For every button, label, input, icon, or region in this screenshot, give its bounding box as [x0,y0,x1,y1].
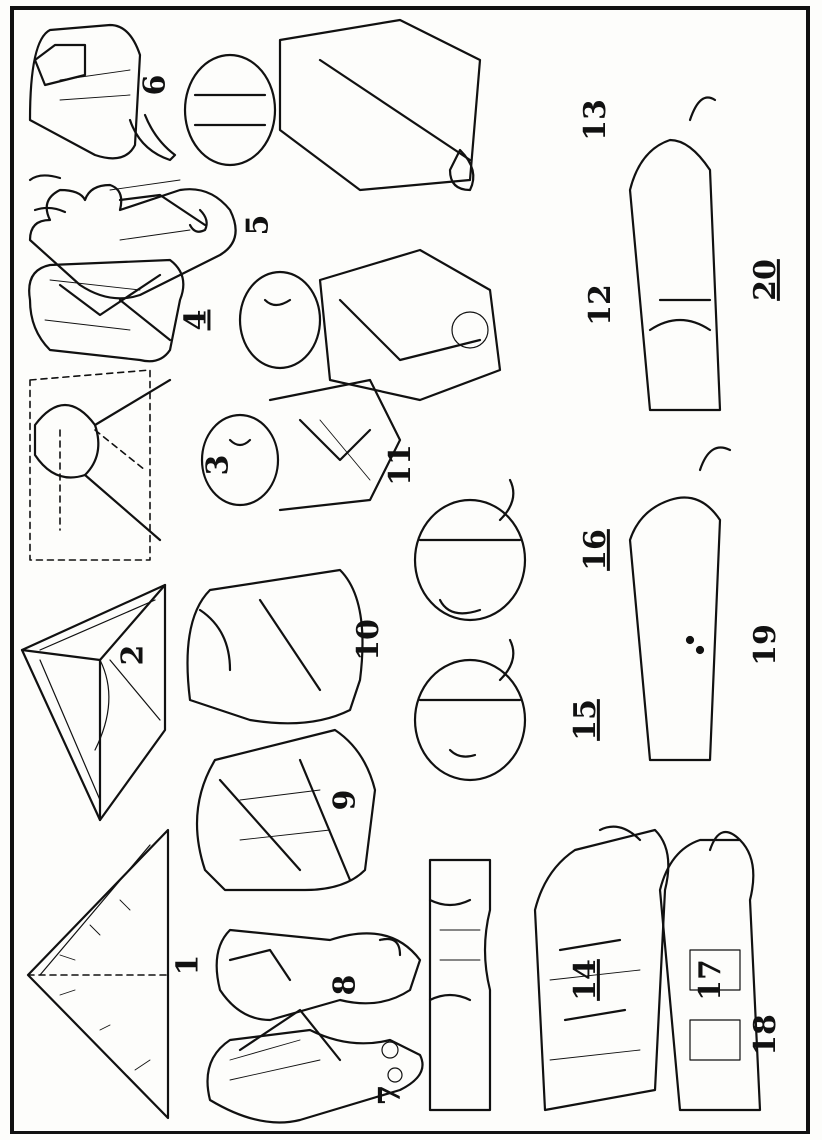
figure-label-12: 12 [586,284,616,326]
figure-label-18: 18 [751,1014,781,1056]
figure-label-10: 10 [354,619,384,661]
figure-label-7: 7 [375,1085,405,1106]
figure-label-3: 3 [203,455,233,476]
figure-label-2: 2 [118,645,148,666]
figure-label-20: 20 [751,259,781,301]
fig-4-hand-wrapped [29,260,183,361]
fig-8-heel-bandage [217,930,420,1020]
fig-20-arm-tied [630,98,720,411]
fig-10-torso-sling [188,570,363,723]
fig-14-strip-bandage [430,860,490,1110]
figure-label-8: 8 [330,975,360,996]
figure-label-16: 16 [581,529,611,571]
fig-7-foot-bandage [208,1010,423,1123]
figure-label-1: 1 [173,955,203,976]
fig-19-raised-arm [630,448,730,761]
figure-label-19: 19 [751,624,781,666]
fig-2-folded-bandage [22,585,165,820]
fig-3-folding-sketch [30,370,170,560]
figure-label-13: 13 [581,99,611,141]
figure-label-4: 4 [181,310,211,331]
figure-label-9: 9 [330,790,360,811]
figure-label-15: 15 [571,699,601,741]
fig-12-man-sling [240,250,500,400]
fig-1-triangle-bandage [28,830,168,1118]
figure-label-11: 11 [386,444,416,486]
figure-label-6: 6 [140,75,170,96]
fig-13-head-chest [185,20,480,190]
figure-label-17: 17 [696,959,726,1001]
fig-5-hand-bandage [30,175,236,298]
figure-label-14: 14 [571,959,601,1001]
fig-15-eye-bandage [415,640,525,780]
fig-16-chin-bandage [415,480,525,620]
fig-11-arm-sling [202,380,400,510]
figure-label-5: 5 [243,215,273,236]
